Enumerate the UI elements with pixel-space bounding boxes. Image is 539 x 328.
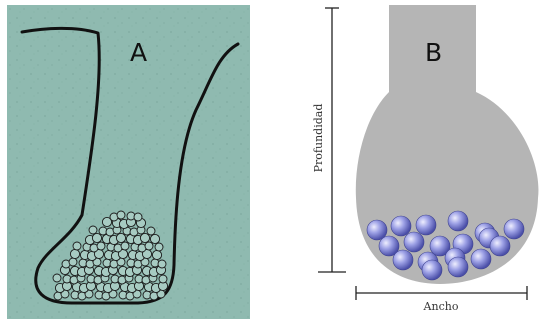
pebble <box>155 243 163 251</box>
width-label: Ancho <box>423 300 459 313</box>
bead <box>404 232 424 252</box>
pebble <box>69 258 77 266</box>
bead <box>391 216 411 236</box>
pebble <box>152 250 161 259</box>
bead <box>393 250 413 270</box>
pebble <box>159 275 167 283</box>
bead <box>471 249 491 269</box>
pebble <box>116 233 125 242</box>
pebble <box>150 234 159 243</box>
pebble <box>134 213 142 221</box>
bead <box>504 219 524 239</box>
pebble <box>92 233 101 242</box>
pebble <box>73 242 81 250</box>
depth-label: Profundidad <box>312 104 325 173</box>
bead <box>448 257 468 277</box>
pebble <box>140 233 149 242</box>
bead <box>448 211 468 231</box>
pebble <box>117 211 125 219</box>
pebble <box>97 242 105 250</box>
bead <box>416 215 436 235</box>
pebble <box>147 227 155 235</box>
pebble <box>70 249 79 258</box>
bead <box>422 260 442 280</box>
bead <box>490 236 510 256</box>
pebble <box>121 242 129 250</box>
pebble <box>53 274 61 282</box>
pebble <box>158 260 166 268</box>
panel-b-label: B <box>425 38 442 67</box>
panel-a <box>7 5 250 319</box>
panel-a-label: A <box>130 38 147 67</box>
pebble <box>89 226 97 234</box>
pebble <box>145 242 153 250</box>
